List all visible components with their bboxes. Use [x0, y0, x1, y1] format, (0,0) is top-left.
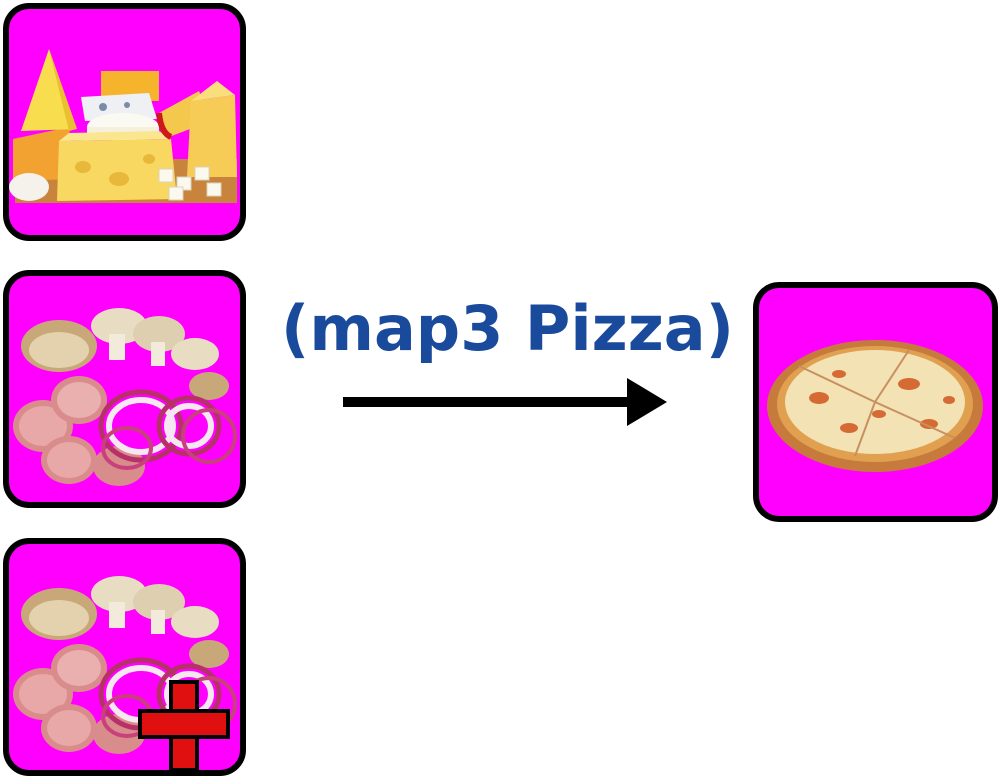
cheese-tile — [3, 3, 246, 241]
toppings-icon — [13, 576, 237, 770]
plus-icon — [138, 680, 230, 770]
extra-toppings-tile — [3, 538, 246, 776]
cheese-icon — [9, 49, 237, 203]
toppings-icon — [13, 308, 237, 486]
pizza-tile — [753, 282, 998, 522]
right-arrow-icon — [343, 378, 667, 426]
pizza-icon — [767, 340, 983, 472]
function-label: (map3 Pizza) — [281, 292, 734, 365]
toppings-tile — [3, 270, 246, 508]
